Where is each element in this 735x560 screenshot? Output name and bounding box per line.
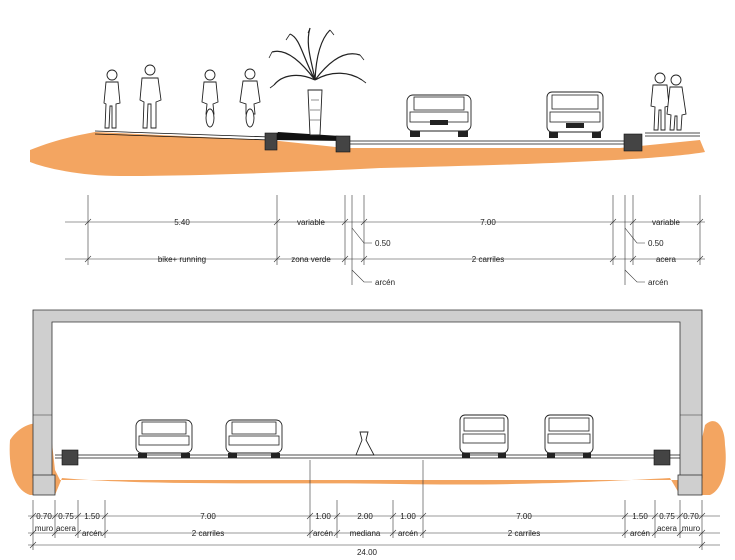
runner-figure bbox=[139, 64, 162, 129]
pedestrian-couple bbox=[650, 72, 687, 131]
label-sidewalk: acera bbox=[656, 255, 677, 264]
right-footing bbox=[677, 474, 703, 496]
label-shoulder-left: arcén bbox=[375, 278, 395, 287]
bike-lane-surface bbox=[94, 130, 271, 138]
runner-figure bbox=[103, 69, 121, 129]
car-front-view bbox=[135, 419, 193, 458]
curb-block bbox=[61, 449, 79, 466]
curb-block bbox=[653, 449, 671, 466]
cyclist-figure bbox=[239, 68, 261, 128]
dim-wall-left: 0.70 bbox=[36, 512, 52, 521]
top-dimension-lines bbox=[65, 195, 705, 285]
dim-carriageway: 7.00 bbox=[480, 218, 496, 227]
bottom-dimension-lines bbox=[28, 460, 720, 550]
dim-lanes-right: 7.00 bbox=[516, 512, 532, 521]
car-front-view bbox=[225, 419, 283, 458]
label-lanes-right: 2 carriles bbox=[508, 529, 540, 538]
label-shoulder-4: arcén bbox=[630, 529, 650, 538]
label-sidewalk-right: acera bbox=[657, 524, 678, 533]
label-shoulder-3: arcén bbox=[398, 529, 418, 538]
label-wall-right: muro bbox=[682, 524, 701, 533]
curb-block bbox=[335, 135, 351, 153]
label-shoulder-right: arcén bbox=[648, 278, 668, 287]
bottom-soil-fill bbox=[9, 421, 726, 495]
dim-bike-width: 5.40 bbox=[174, 218, 190, 227]
dim-total-width: 24.00 bbox=[357, 548, 378, 557]
suv-front-view bbox=[544, 414, 594, 458]
dim-lanes-left: 7.00 bbox=[200, 512, 216, 521]
car-front-view bbox=[406, 94, 472, 137]
left-footing bbox=[32, 474, 56, 496]
dim-shoulder-4: 1.50 bbox=[632, 512, 648, 521]
label-lanes: 2 carriles bbox=[472, 255, 504, 264]
label-sidewalk-left: acera bbox=[56, 524, 77, 533]
green-zone-soil bbox=[272, 132, 345, 141]
median-barrier bbox=[355, 431, 375, 456]
bottom-section: 0.70 0.75 1.50 7.00 1.00 2.00 1.00 7.00 … bbox=[9, 309, 726, 557]
dim-sidewalk-right: 0.75 bbox=[659, 512, 675, 521]
label-lanes-left: 2 carriles bbox=[192, 529, 224, 538]
dim-shoulder-left: 0.50 bbox=[375, 239, 391, 248]
curb-block bbox=[623, 133, 643, 152]
dim-sidewalk-left: 0.75 bbox=[58, 512, 74, 521]
dim-sidewalk: variable bbox=[652, 218, 681, 227]
label-shoulder-2: arcén bbox=[313, 529, 333, 538]
dim-shoulder-3: 1.00 bbox=[400, 512, 416, 521]
palm-tree bbox=[268, 27, 367, 136]
cyclist-figure bbox=[201, 69, 219, 128]
top-section: 5.40 variable 7.00 variable 0.50 0.50 bi… bbox=[30, 27, 705, 287]
suv-front-view bbox=[459, 414, 509, 458]
dim-median: 2.00 bbox=[357, 512, 373, 521]
top-soil-fill bbox=[30, 132, 705, 176]
label-median: mediana bbox=[350, 529, 381, 538]
dim-green-zone: variable bbox=[297, 218, 326, 227]
label-green-zone: zona verde bbox=[291, 255, 331, 264]
suv-front-view bbox=[546, 91, 604, 138]
dim-wall-right: 0.70 bbox=[683, 512, 699, 521]
curb-block bbox=[264, 132, 278, 151]
label-bike-running: bike+ running bbox=[158, 255, 206, 264]
dim-shoulder-right: 0.50 bbox=[648, 239, 664, 248]
label-wall-left: muro bbox=[35, 524, 54, 533]
dim-shoulder-2: 1.00 bbox=[315, 512, 331, 521]
label-shoulder-1: arcén bbox=[82, 529, 102, 538]
dim-shoulder-1: 1.50 bbox=[84, 512, 100, 521]
